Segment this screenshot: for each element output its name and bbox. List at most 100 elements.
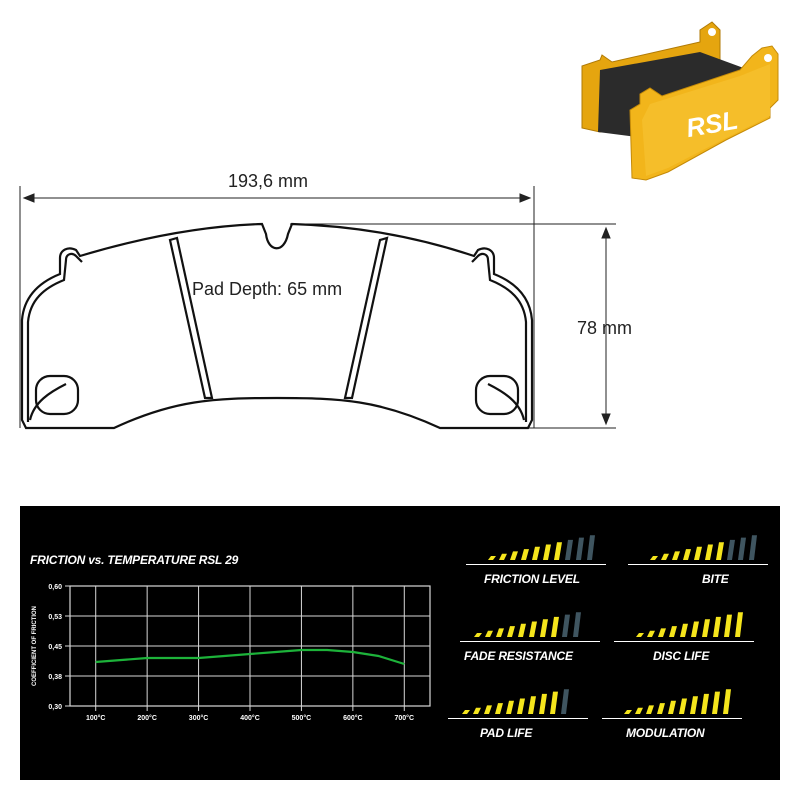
rating-bar-filled <box>518 623 526 637</box>
product-front-face <box>642 64 770 176</box>
rating-rule <box>466 564 606 565</box>
rating-bar-filled <box>474 633 482 637</box>
rating-bar-filled <box>539 693 547 714</box>
rating-bar-filled <box>635 707 643 714</box>
rating-bar-filled <box>683 549 691 560</box>
product-image: RSL <box>581 21 779 181</box>
rating-bar-empty <box>565 539 573 560</box>
rating-rule <box>628 564 768 565</box>
rating-label: DISC LIFE <box>653 649 710 663</box>
x-tick-label: 500°C <box>292 714 312 722</box>
rating-bar-filled <box>646 705 654 714</box>
rating-bar-filled <box>690 696 698 714</box>
rating-bar-filled <box>506 700 514 714</box>
x-tick-label: 400°C <box>240 714 260 722</box>
rating-bar-filled <box>543 544 551 560</box>
rating-bite: BITE <box>622 534 772 594</box>
rating-label: MODULATION <box>626 726 705 740</box>
rating-fade-resistance: FADE RESISTANCE <box>446 611 600 671</box>
rating-disc-life: DISC LIFE <box>608 611 758 671</box>
rating-bar-filled <box>669 626 677 637</box>
rating-bar-filled <box>462 710 470 714</box>
rating-bar-filled <box>551 616 559 637</box>
rating-bars <box>462 689 569 714</box>
rating-bar-empty <box>587 535 595 560</box>
rating-bar-filled <box>705 544 713 560</box>
rating-bar-filled <box>724 614 732 637</box>
friction-series-line <box>95 648 405 666</box>
height-dimension-label: 78 mm <box>577 318 633 338</box>
rating-friction-level: FRICTION LEVEL <box>460 534 610 594</box>
performance-panel: FRICTION vs. TEMPERATURE RSL 29 0,60 0,53… <box>20 506 780 780</box>
rating-bar-filled <box>507 626 515 637</box>
rating-label: PAD LIFE <box>480 726 533 740</box>
rating-bar-filled <box>484 705 492 714</box>
rating-bar-filled <box>679 698 687 714</box>
y-tick-label: 0,30 <box>48 704 62 711</box>
rating-bar-filled <box>624 710 632 714</box>
rating-bar-filled <box>485 630 493 637</box>
rating-label: BITE <box>702 572 729 586</box>
rating-bars <box>624 689 731 714</box>
rating-bar-filled <box>735 612 743 637</box>
y-axis-label: COEFFICIENT OF FRICTION <box>32 606 38 686</box>
rating-bar-filled <box>691 621 699 637</box>
rating-bars <box>474 612 581 637</box>
rating-bar-filled <box>521 549 529 560</box>
rating-bar-filled <box>650 556 658 560</box>
rating-bar-filled <box>713 616 721 637</box>
x-tick-label: 300°C <box>189 714 209 722</box>
rating-rule <box>460 641 600 642</box>
y-tick-label: 0,53 <box>48 614 62 621</box>
rating-bar-filled <box>701 693 709 714</box>
x-tick-label: 600°C <box>343 714 363 722</box>
rating-bar-filled <box>495 703 503 714</box>
rating-bar-filled <box>554 542 562 560</box>
x-tick-label: 100°C <box>86 714 106 722</box>
rating-bar-filled <box>517 698 525 714</box>
rating-rule <box>448 718 588 719</box>
rating-bar-filled <box>528 696 536 714</box>
rating-bar-filled <box>672 551 680 560</box>
rating-bar-filled <box>712 691 720 714</box>
rating-bar-filled <box>636 633 644 637</box>
pad-depth-label: Pad Depth: 65 mm <box>192 279 343 299</box>
y-tick-label: 0,38 <box>48 674 62 681</box>
rating-bar-filled <box>668 700 676 714</box>
chart-title: FRICTION vs. TEMPERATURE RSL 29 <box>30 553 239 567</box>
rating-bar-empty <box>576 537 584 560</box>
rating-bars <box>488 535 595 560</box>
rating-label: FADE RESISTANCE <box>464 649 573 663</box>
rating-bars <box>636 612 743 637</box>
rating-bar-empty <box>727 539 735 560</box>
rating-bar-filled <box>723 689 731 714</box>
rating-bar-empty <box>573 612 581 637</box>
rating-rule <box>602 718 742 719</box>
rating-bar-empty <box>562 614 570 637</box>
rating-bar-filled <box>657 703 665 714</box>
rating-bar-filled <box>661 553 669 560</box>
rating-modulation: MODULATION <box>596 688 746 748</box>
x-tick-label: 200°C <box>137 714 157 722</box>
y-tick-label: 0,60 <box>48 584 62 591</box>
rating-bar-filled <box>496 628 504 637</box>
rating-bar-empty <box>749 535 757 560</box>
pad-technical-drawing: RSL <box>19 21 779 430</box>
rating-bar-filled <box>540 619 548 637</box>
rating-bar-filled <box>658 628 666 637</box>
rating-bar-filled <box>510 551 518 560</box>
rating-bar-filled <box>550 691 558 714</box>
product-hole-right <box>764 54 772 62</box>
rating-bars <box>650 535 757 560</box>
rating-label: FRICTION LEVEL <box>484 572 580 586</box>
rating-bar-filled <box>647 630 655 637</box>
x-tick-label: 700°C <box>395 714 415 722</box>
rating-bar-filled <box>702 619 710 637</box>
rating-pad-life: PAD LIFE <box>434 688 588 748</box>
rating-bar-filled <box>473 707 481 714</box>
rating-bar-filled <box>529 621 537 637</box>
rating-bar-filled <box>716 542 724 560</box>
pad-outline <box>20 222 534 430</box>
rating-bar-filled <box>488 556 496 560</box>
